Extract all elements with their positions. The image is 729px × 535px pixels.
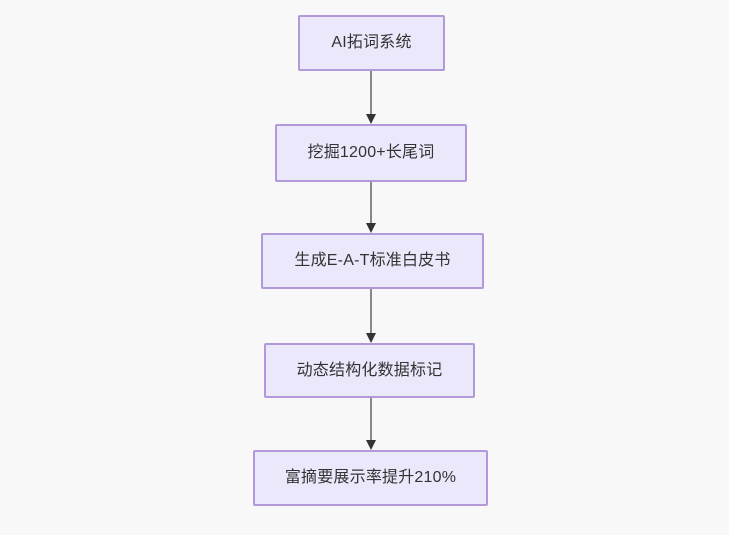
flow-node-label: 生成E-A-T标准白皮书: [294, 252, 451, 269]
edge-arrowhead-icon: [366, 440, 376, 450]
flow-node-n4[interactable]: 动态结构化数据标记: [264, 343, 475, 398]
flow-edge-n1-to-n2: [363, 71, 379, 124]
edge-arrowhead-icon: [366, 333, 376, 343]
flow-node-label: 动态结构化数据标记: [296, 361, 443, 379]
flow-edge-n2-to-n3: [363, 182, 379, 233]
flow-node-n1[interactable]: AI拓词系统: [298, 15, 445, 71]
flow-edge-n4-to-n5: [363, 398, 379, 450]
flow-edge-n3-to-n4: [363, 289, 379, 343]
edge-arrowhead-icon: [366, 114, 376, 124]
flow-node-label: 富摘要展示率提升210%: [284, 469, 457, 486]
flow-node-n3[interactable]: 生成E-A-T标准白皮书: [261, 233, 484, 289]
flow-node-label: 挖掘1200+长尾词: [307, 144, 435, 161]
flow-node-label: AI拓词系统: [331, 34, 412, 51]
flow-node-n2[interactable]: 挖掘1200+长尾词: [275, 124, 467, 182]
flow-node-n5[interactable]: 富摘要展示率提升210%: [253, 450, 488, 506]
edge-arrowhead-icon: [366, 223, 376, 233]
